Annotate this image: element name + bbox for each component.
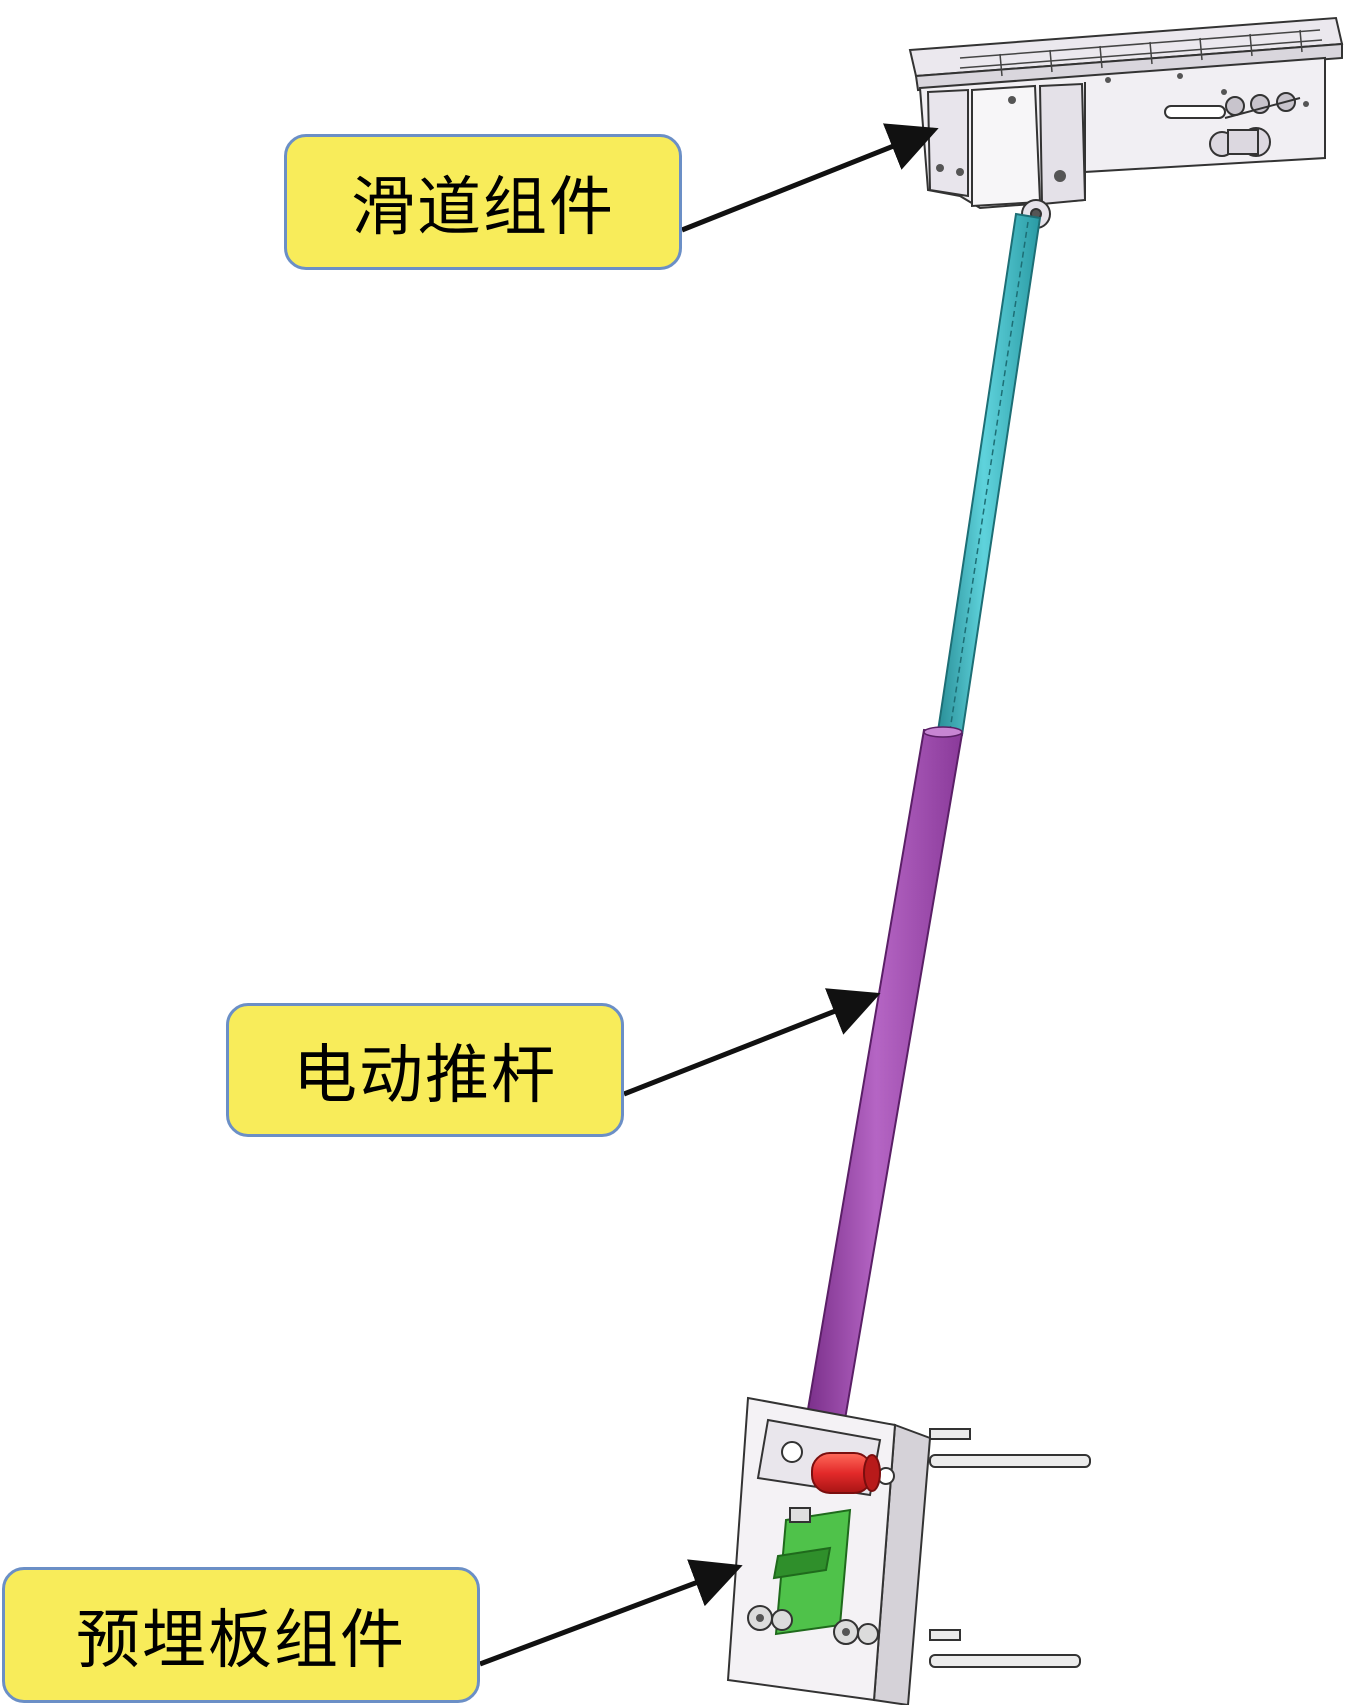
arrow-slide-assembly xyxy=(681,123,939,233)
embedded-plate-drawing xyxy=(726,1396,1091,1705)
actuator-rod xyxy=(804,212,1042,1427)
leader-arrows xyxy=(479,123,939,1667)
slide-assembly-label: 滑道组件 xyxy=(284,134,682,270)
slide-assembly-drawing xyxy=(908,16,1344,229)
arrow-embedded-plate xyxy=(479,1559,743,1667)
electric-actuator-label: 电动推杆 xyxy=(226,1003,624,1137)
arrow-electric-actuator xyxy=(623,988,881,1097)
embedded-plate-assembly-label: 预埋板组件 xyxy=(2,1567,480,1703)
